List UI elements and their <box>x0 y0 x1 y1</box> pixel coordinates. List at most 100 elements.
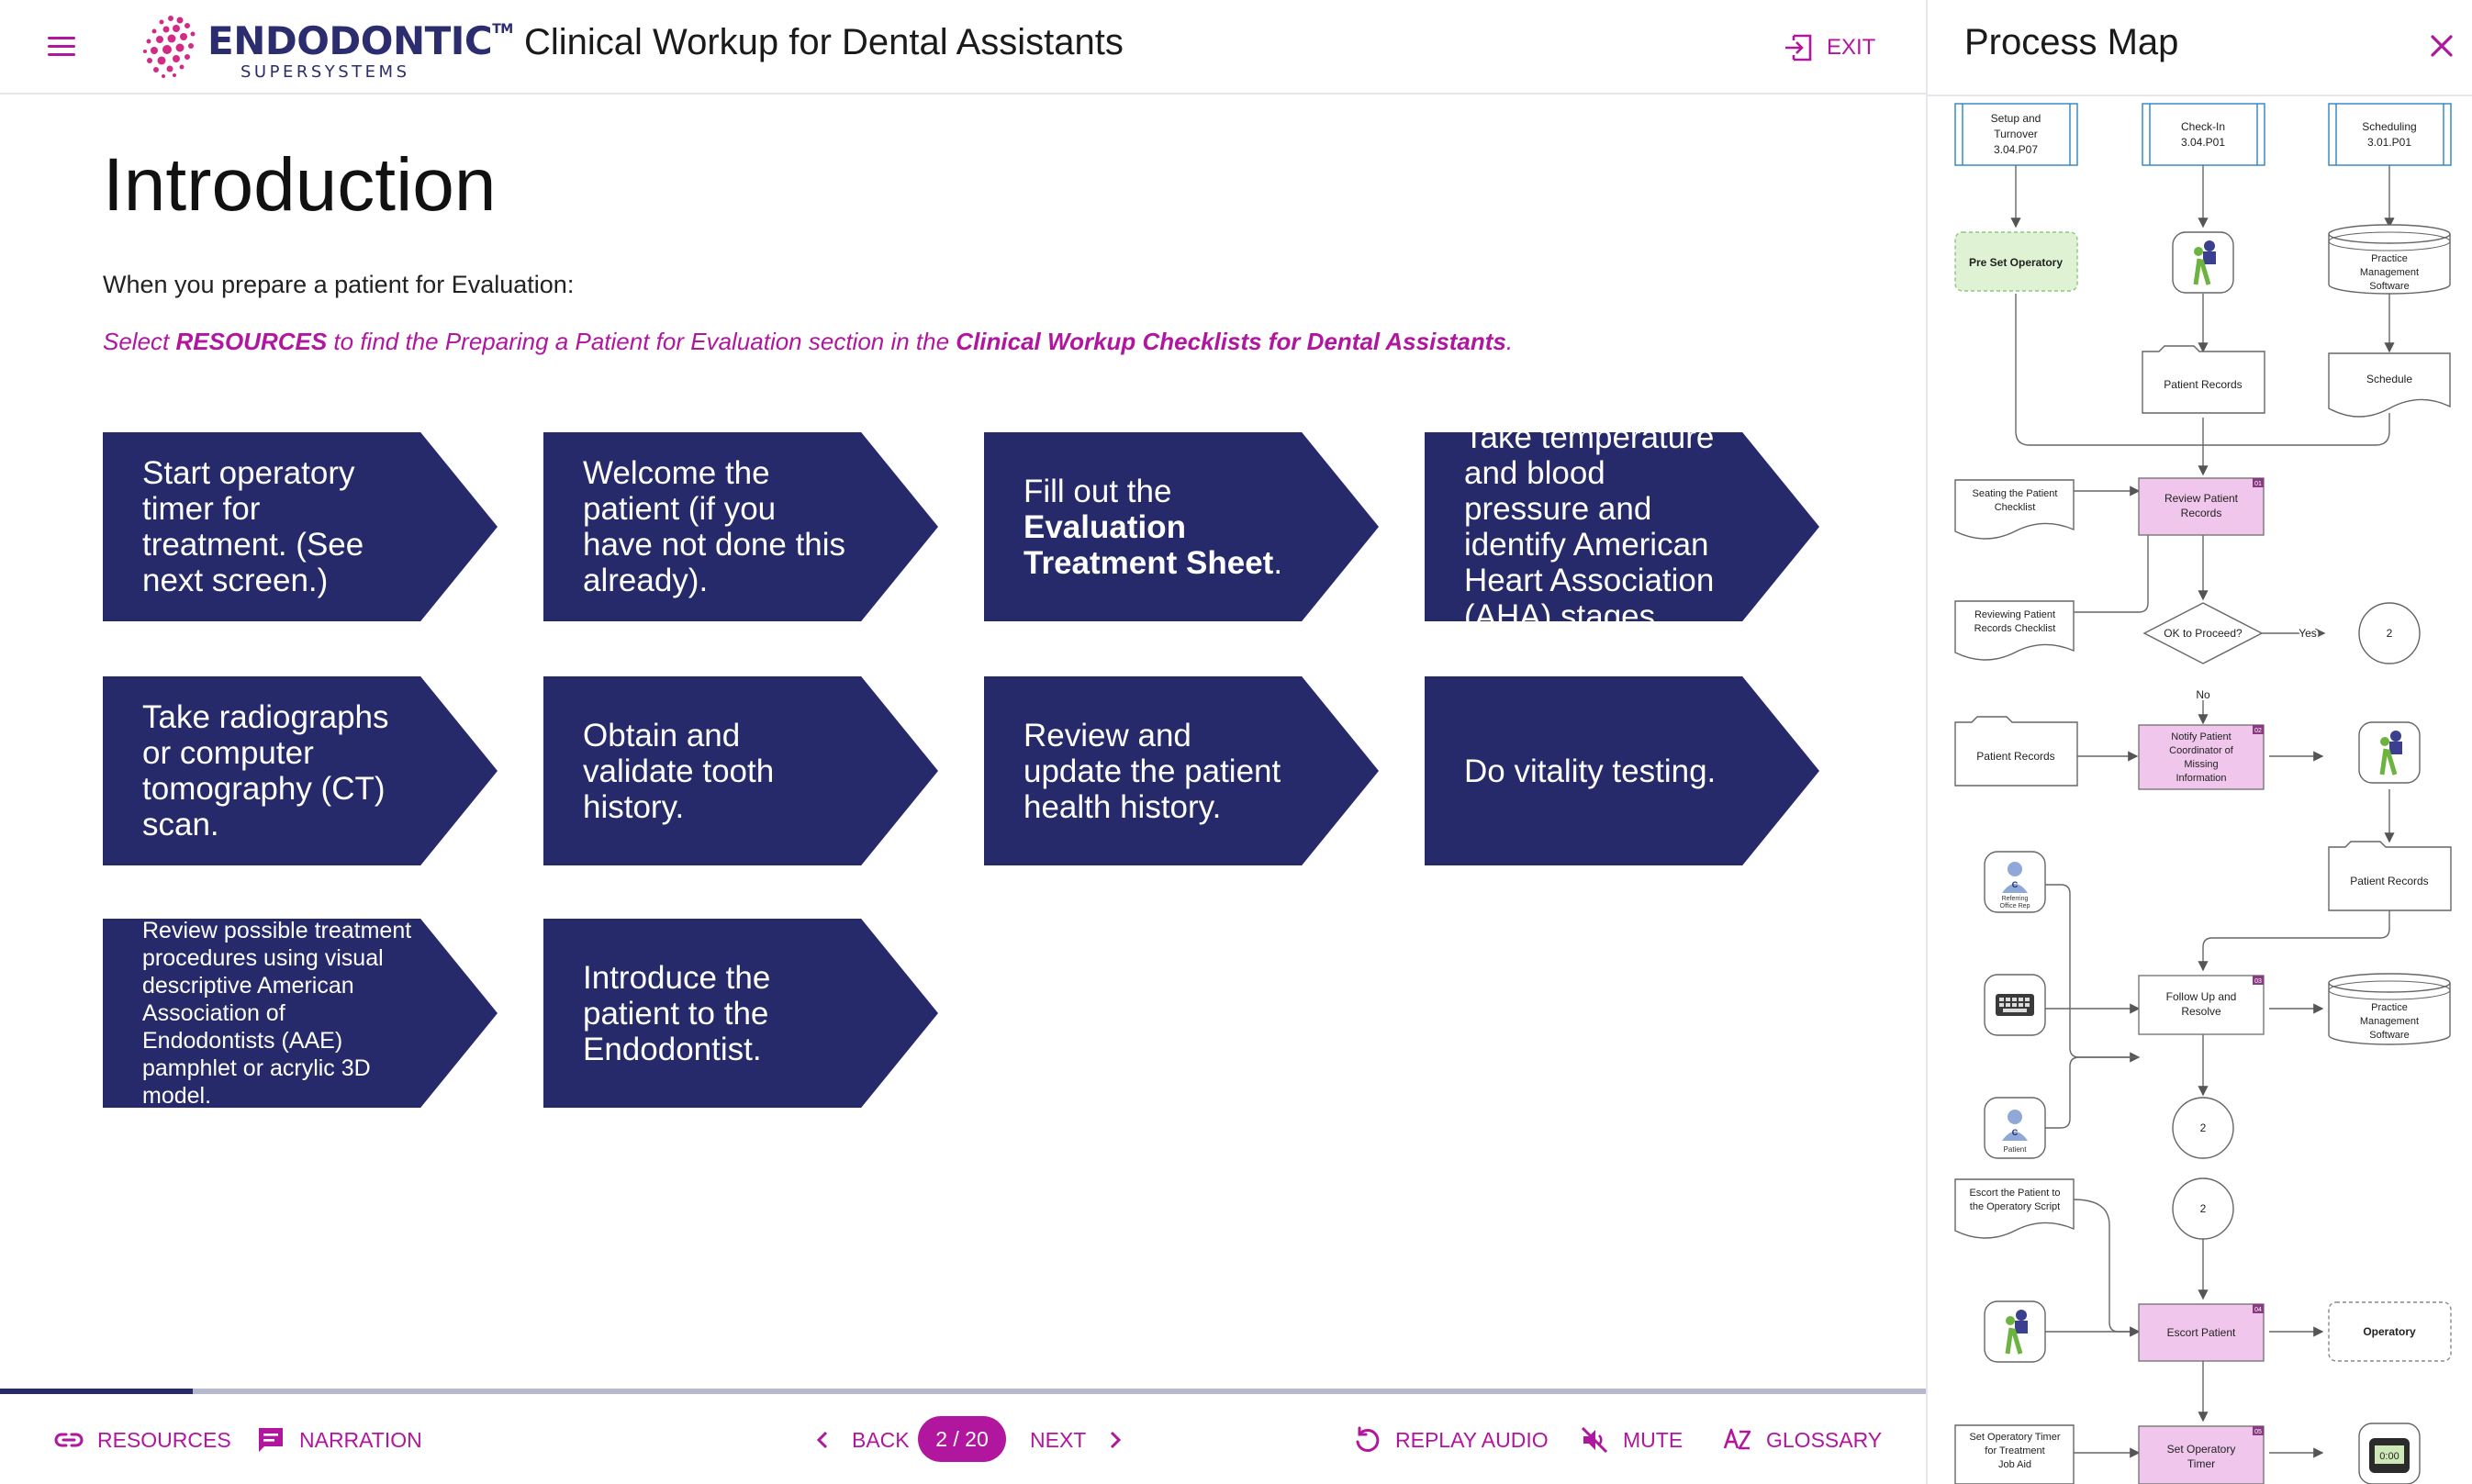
replay-audio-button[interactable]: REPLAY AUDIO <box>1351 1422 1549 1458</box>
node-review-patient-records[interactable]: 01 Review Patient Records <box>2138 477 2265 536</box>
svg-text:01: 01 <box>2254 481 2262 487</box>
svg-text:Practice: Practice <box>2371 253 2408 264</box>
replay-icon <box>1356 1426 1380 1452</box>
step-arrow-7[interactable]: Review and update the patient health his… <box>984 676 1379 865</box>
svg-text:Patient Records: Patient Records <box>1976 750 2054 763</box>
process-map-diagram[interactable]: Setup and Turnover 3.04.P07 Check-In 3.0… <box>1928 96 2472 1484</box>
svg-text:Software: Software <box>2369 281 2409 292</box>
node-ok-to-proceed-decision[interactable]: OK to Proceed? <box>2142 602 2264 664</box>
narration-button[interactable]: NARRATION <box>255 1422 422 1458</box>
course-title: Clinical Workup for Dental Assistants <box>524 22 1124 62</box>
node-pre-set-label: Pre Set Operatory <box>1969 256 2063 269</box>
svg-text:Escort the Patient to: Escort the Patient to <box>1969 1188 2060 1199</box>
step-arrow-1[interactable]: Start operatory timer for treatment. (Se… <box>103 432 498 621</box>
step-arrow-4[interactable]: Take temperature and blood pressure and … <box>1425 432 1819 621</box>
az-sort-icon <box>1723 1428 1751 1450</box>
svg-text:Records Checklist: Records Checklist <box>1974 623 2056 634</box>
node-checkin-line2: 3.04.P01 <box>2181 136 2225 149</box>
connector-2-a[interactable] <box>2358 602 2421 664</box>
svg-text:Patient Records: Patient Records <box>2350 875 2428 887</box>
step-arrow-5[interactable]: Take radiographs or computer tomography … <box>103 676 498 865</box>
yes-label: Yes <box>2299 627 2317 640</box>
svg-text:Escort Patient: Escort Patient <box>2167 1326 2236 1339</box>
connector-2-c[interactable] <box>2172 1177 2234 1240</box>
node-escort-patient[interactable]: 04 Escort Patient <box>2138 1303 2265 1362</box>
step-arrow-3[interactable]: Fill out the Evaluation Treatment Sheet. <box>984 432 1379 621</box>
exit-button[interactable]: EXIT <box>1783 29 1875 66</box>
resources-button[interactable]: RESOURCES <box>53 1422 231 1458</box>
node-scheduling-line1: Scheduling <box>2362 120 2416 133</box>
svg-text:Patient Records: Patient Records <box>2164 378 2242 391</box>
svg-text:Review Patient: Review Patient <box>2164 492 2239 505</box>
svg-text:03: 03 <box>2254 978 2262 985</box>
page-counter: 2 / 20 <box>918 1416 1006 1462</box>
svg-text:Records: Records <box>2181 507 2222 519</box>
node-practice-management-software-2[interactable]: Practice Management Software <box>2328 973 2451 1045</box>
svg-text:Follow Up and: Follow Up and <box>2166 990 2237 1003</box>
step-text: Review possible treatment procedures usi… <box>142 918 412 1109</box>
svg-text:Information: Information <box>2176 773 2226 784</box>
next-button[interactable]: NEXT <box>1030 1422 1130 1458</box>
svg-text:C: C <box>2012 880 2019 889</box>
node-seating-checklist[interactable]: Seating the Patient Checklist <box>1954 479 2075 540</box>
node-escort-script[interactable]: Escort the Patient to the Operatory Scri… <box>1954 1178 2075 1239</box>
footer-toolbar: RESOURCES NARRATION BACK 2 / 20 NEXT REP… <box>0 1394 1926 1484</box>
node-checkin-line1: Check-In <box>2181 120 2225 133</box>
close-icon[interactable] <box>2423 28 2460 64</box>
svg-text:for Treatment: for Treatment <box>1985 1445 2044 1456</box>
svg-text:Set Operatory Timer: Set Operatory Timer <box>1969 1432 2060 1443</box>
svg-text:Missing: Missing <box>2184 759 2218 770</box>
node-scheduling-line2: 3.01.P01 <box>2367 136 2411 149</box>
walking-person-icon <box>2193 240 2216 285</box>
glossary-label: GLOSSARY <box>1766 1427 1883 1452</box>
step-text: Fill out the Evaluation Treatment Sheet. <box>1023 473 1283 581</box>
walking-person-icon <box>2379 731 2402 775</box>
course-progress-fill <box>0 1389 193 1394</box>
node-reviewing-checklist[interactable]: Reviewing Patient Records Checklist <box>1954 600 2075 661</box>
node-schedule[interactable]: Schedule <box>2328 352 2451 418</box>
node-set-timer-job-aid[interactable]: Set Operatory Timer for Treatment Job Ai… <box>1954 1424 2075 1484</box>
step-text: Do vitality testing. <box>1464 753 1717 789</box>
node-patient-records-1[interactable]: Patient Records <box>2142 345 2265 414</box>
glossary-button[interactable]: GLOSSARY <box>1722 1422 1882 1458</box>
node-patient-records-2[interactable]: Patient Records <box>1954 716 2078 787</box>
connector-2-b[interactable] <box>2172 1097 2234 1159</box>
node-follow-up-and-resolve[interactable]: 03 Follow Up and Resolve <box>2138 975 2265 1035</box>
node-setup-line3: 3.04.P07 <box>1994 143 2038 156</box>
chevron-left-icon <box>816 1431 828 1449</box>
logo-subtitle: SUPERSYSTEMS <box>240 62 410 82</box>
node-operatory[interactable]: Operatory <box>2328 1301 2452 1362</box>
panel-title: Process Map <box>1964 22 2179 62</box>
speaker-muted-icon <box>1581 1426 1608 1454</box>
step-arrow-6[interactable]: Obtain and validate tooth history. <box>543 676 938 865</box>
step-text: Introduce the patient to the Endodontist… <box>583 959 771 1067</box>
node-patient-records-3[interactable]: Patient Records <box>2328 841 2452 911</box>
step-text: Review and update the patient health his… <box>1023 717 1281 825</box>
exit-icon <box>1785 34 1812 61</box>
mute-button[interactable]: MUTE <box>1579 1422 1683 1458</box>
svg-text:2: 2 <box>2200 1121 2207 1134</box>
svg-text:Reviewing Patient: Reviewing Patient <box>1974 609 2055 620</box>
intro-text: When you prepare a patient for Evaluatio… <box>103 271 575 298</box>
step-arrow-10[interactable]: Introduce the patient to the Endodontist… <box>543 919 938 1108</box>
svg-text:Schedule: Schedule <box>2366 373 2412 385</box>
svg-text:2: 2 <box>2387 627 2393 640</box>
back-button[interactable]: BACK <box>808 1422 910 1458</box>
logo-dots-icon <box>143 16 196 78</box>
step-arrow-9[interactable]: Review possible treatment procedures usi… <box>103 919 498 1108</box>
no-label: No <box>2196 688 2210 701</box>
node-practice-management-software-1[interactable]: Practice Management Software <box>2328 224 2451 295</box>
step-arrow-8[interactable]: Do vitality testing. <box>1425 676 1819 865</box>
next-label: NEXT <box>1030 1427 1087 1452</box>
node-pre-set-operatory[interactable] <box>1954 231 2078 292</box>
svg-text:Resolve: Resolve <box>2181 1005 2221 1018</box>
svg-text:Office Rep: Office Rep <box>2000 903 2030 909</box>
node-notify-patient-coordinator[interactable]: 02 Notify Patient Coordinator of Missing… <box>2138 724 2265 790</box>
referring-office-rep-icon: C Referring Office Rep <box>2000 862 2030 909</box>
hamburger-menu-icon[interactable] <box>46 31 77 62</box>
patient-role-icon: C Patient <box>2002 1110 2028 1154</box>
step-arrow-2[interactable]: Welcome the patient (if you have not don… <box>543 432 938 621</box>
svg-text:OK to Proceed?: OK to Proceed? <box>2164 627 2243 640</box>
resources-keyword: RESOURCES <box>175 328 328 355</box>
node-set-operatory-timer[interactable]: 05 Set Operatory Timer <box>2138 1425 2265 1484</box>
